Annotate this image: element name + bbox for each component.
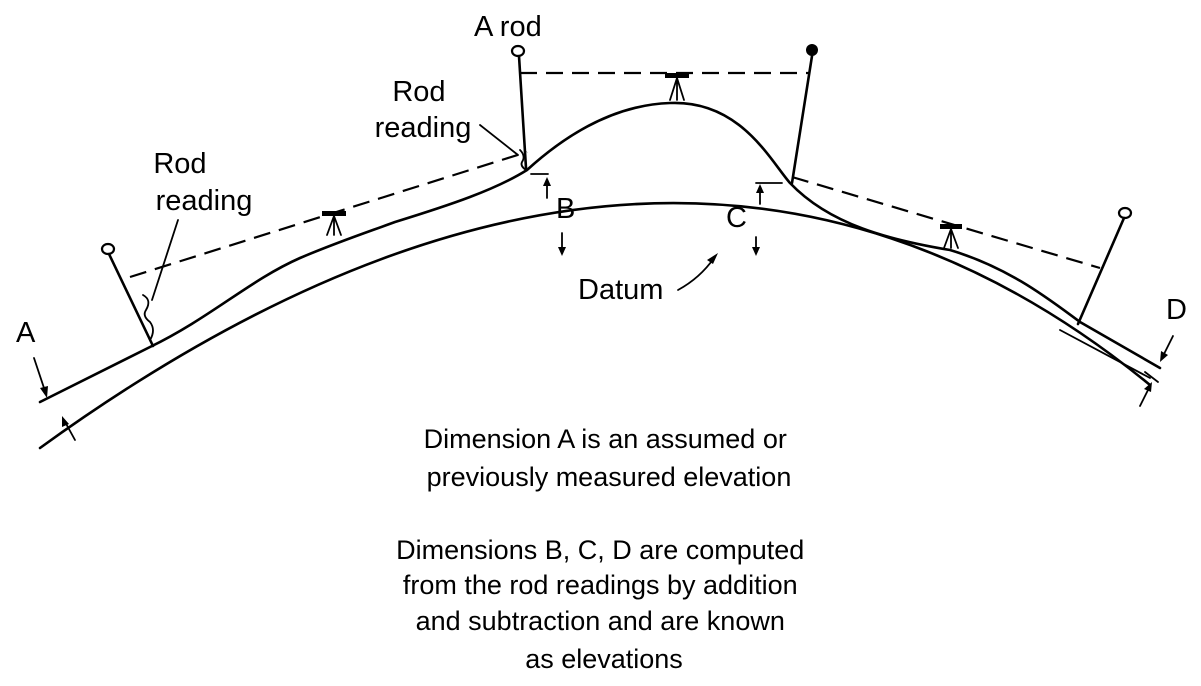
rod-reading-left-leader: [151, 219, 179, 301]
line-of-sight-right: [791, 175, 1101, 270]
label-dimension-b: B: [556, 193, 575, 225]
rod-reading-brace-left: [142, 294, 154, 341]
label-dimension-a: A: [16, 317, 36, 349]
dimension-d-marker: [1139, 335, 1174, 407]
rod-reading-brace-upper: [519, 149, 527, 171]
dimension-c-marker: [752, 182, 783, 256]
ground-lower-right: [1059, 329, 1151, 379]
label-a-rod: A rod: [474, 11, 542, 43]
rod-reading-upper-leader: [479, 124, 519, 156]
dimension-a-marker: [33, 357, 76, 441]
level-instrument-top: [665, 73, 689, 101]
label-rod-reading-left: Rod reading: [153, 148, 252, 217]
label-dimension-c: C: [726, 202, 747, 234]
level-instrument-left: [322, 211, 346, 236]
caption-dimension-a: Dimension A is an assumed or previously …: [424, 424, 795, 492]
level-instrument-right: [940, 224, 962, 249]
caption-dimensions-bcd: Dimensions B, C, D are computed from the…: [396, 535, 812, 674]
dimension-b-marker: [530, 173, 566, 256]
datum-leader: [677, 257, 715, 291]
ground-profile: [38, 101, 1162, 404]
label-datum: Datum: [578, 274, 663, 306]
datum-curve: [38, 201, 1152, 450]
label-dimension-d: D: [1166, 294, 1187, 326]
leveling-rod-a: [510, 44, 528, 170]
leveling-rod-right: [1076, 206, 1133, 326]
leveling-rod-left: [100, 242, 155, 348]
label-rod-reading-upper: Rod reading: [375, 76, 472, 144]
leveling-rod-top-right: [790, 44, 818, 185]
